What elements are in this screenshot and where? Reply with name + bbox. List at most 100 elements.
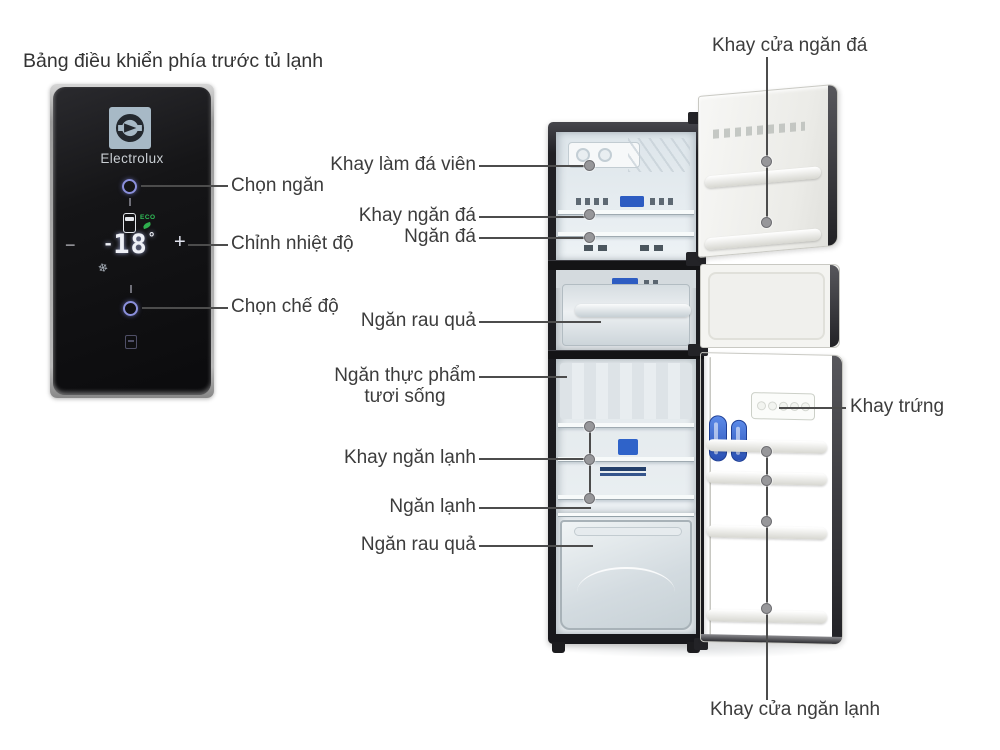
freezer-door — [698, 83, 838, 258]
tick-mark — [129, 198, 131, 206]
model-sticker — [612, 278, 638, 289]
filter-indicator-icon — [125, 335, 137, 349]
callout-line — [479, 458, 587, 460]
temp-minus-button: − — [65, 235, 76, 255]
fridge-door — [700, 352, 843, 645]
door-edge — [828, 84, 837, 246]
callout-dot — [584, 493, 595, 504]
freezer-door-bin — [705, 228, 821, 251]
fridge-foot — [552, 642, 565, 653]
degree-symbol: ° — [147, 231, 156, 246]
door-gasket — [709, 357, 711, 638]
egg-pocket — [767, 401, 777, 411]
control-panel: Electrolux ECO − -18° + ❄ — [50, 84, 214, 398]
callout-dot — [584, 454, 595, 465]
door-bottom-edge — [701, 634, 842, 644]
freezer-door-bin — [705, 166, 821, 189]
callout-dot — [761, 446, 772, 457]
temp-sign: - — [103, 234, 114, 254]
label-freezer-tray: Khay ngăn đá — [358, 205, 476, 226]
electrolux-logo-icon — [109, 107, 151, 149]
door-panel — [708, 272, 825, 340]
compartment-divider — [548, 350, 704, 359]
callout-line — [779, 407, 846, 409]
select-mode-button — [123, 301, 138, 316]
page-title: Bảng điều khiển phía trước tủ lạnh — [23, 50, 324, 72]
ice-tray-knob — [598, 148, 612, 162]
callout-line — [142, 307, 228, 309]
drawer-handle — [574, 527, 682, 536]
callout-line — [766, 57, 768, 225]
snowflake-icon: ❄ — [96, 259, 110, 277]
compartment-divider — [548, 260, 704, 270]
callout-line — [479, 216, 586, 218]
shelf-item — [600, 473, 646, 476]
wire-shelf — [628, 138, 690, 172]
label-ice-maker-tray: Khay làm đá viên — [330, 154, 476, 175]
label-egg-tray: Khay trứng — [850, 396, 945, 417]
glass-shelf — [558, 457, 694, 462]
label-freezer-compartment: Ngăn đá — [404, 226, 476, 247]
callout-line — [479, 376, 567, 378]
label-select-mode: Chọn chế độ — [231, 296, 339, 317]
label-fresh-food-compartment: Ngăn thực phẩm tươi sống — [334, 365, 476, 407]
label-fridge-door-tray: Khay cửa ngăn lạnh — [710, 699, 881, 720]
label-freezer-door-tray: Khay cửa ngăn đá — [712, 35, 868, 56]
callout-dot — [761, 603, 772, 614]
callout-dot — [761, 475, 772, 486]
freezer-shelf — [558, 232, 694, 237]
vent-slots — [640, 245, 668, 251]
fresh-food-compartment — [556, 359, 696, 513]
eco-label: ECO — [140, 214, 156, 221]
door-edge — [830, 265, 839, 347]
label-chiller-compartment: Ngăn lạnh — [389, 496, 476, 517]
crisper-section — [556, 513, 696, 634]
callout-dot — [761, 156, 772, 167]
shelf-marks — [576, 198, 612, 205]
label-adjust-temperature: Chỉnh nhiệt độ — [231, 233, 354, 254]
lower-veg-drawer — [560, 520, 692, 630]
upper-veg-compartment — [556, 270, 696, 350]
label-upper-veg-box: Ngăn rau quả — [360, 310, 476, 331]
callout-line — [479, 321, 601, 323]
callout-dot — [584, 232, 595, 243]
callout-line — [141, 185, 228, 187]
callout-line — [479, 545, 593, 547]
callout-line — [188, 244, 228, 246]
temperature-display: -18° — [103, 229, 156, 260]
callout-line — [766, 450, 768, 700]
label-chiller-tray: Khay ngăn lạnh — [343, 447, 476, 468]
fridge-foot — [687, 642, 700, 653]
door-ice-pattern — [713, 121, 805, 139]
callout-dot — [584, 421, 595, 432]
callout-dot — [761, 217, 772, 228]
freezer-shelf — [558, 210, 694, 215]
drawer-handle — [575, 304, 691, 317]
shelf-item — [600, 467, 646, 471]
fridge-indicator-icon — [123, 213, 136, 233]
egg-pocket — [756, 401, 766, 411]
label-lower-veg-box: Ngăn rau quả — [360, 534, 476, 555]
glass-shelf — [558, 495, 694, 500]
upper-veg-drawer — [562, 284, 691, 346]
label-select-compartment: Chọn ngăn — [231, 175, 324, 196]
freezer-compartment — [556, 132, 696, 260]
shelf-marks — [650, 198, 676, 205]
callout-line — [479, 237, 586, 239]
compartment-back — [560, 363, 692, 419]
ice-tray-knob — [576, 148, 590, 162]
eco-indicator: ECO — [140, 214, 156, 230]
temp-digits: 18 — [113, 229, 148, 260]
temp-plus-button: + — [174, 231, 186, 253]
control-panel-face: Electrolux ECO − -18° + ❄ — [53, 87, 211, 395]
middle-door — [700, 264, 840, 348]
callout-line — [479, 507, 591, 509]
glass-shelf — [558, 423, 694, 428]
callout-dot — [584, 209, 595, 220]
shelf-marks — [644, 280, 658, 287]
brand-text: Electrolux — [100, 151, 164, 166]
door-edge — [832, 355, 842, 644]
shelf-item — [618, 439, 638, 455]
vent-slots — [584, 245, 612, 251]
